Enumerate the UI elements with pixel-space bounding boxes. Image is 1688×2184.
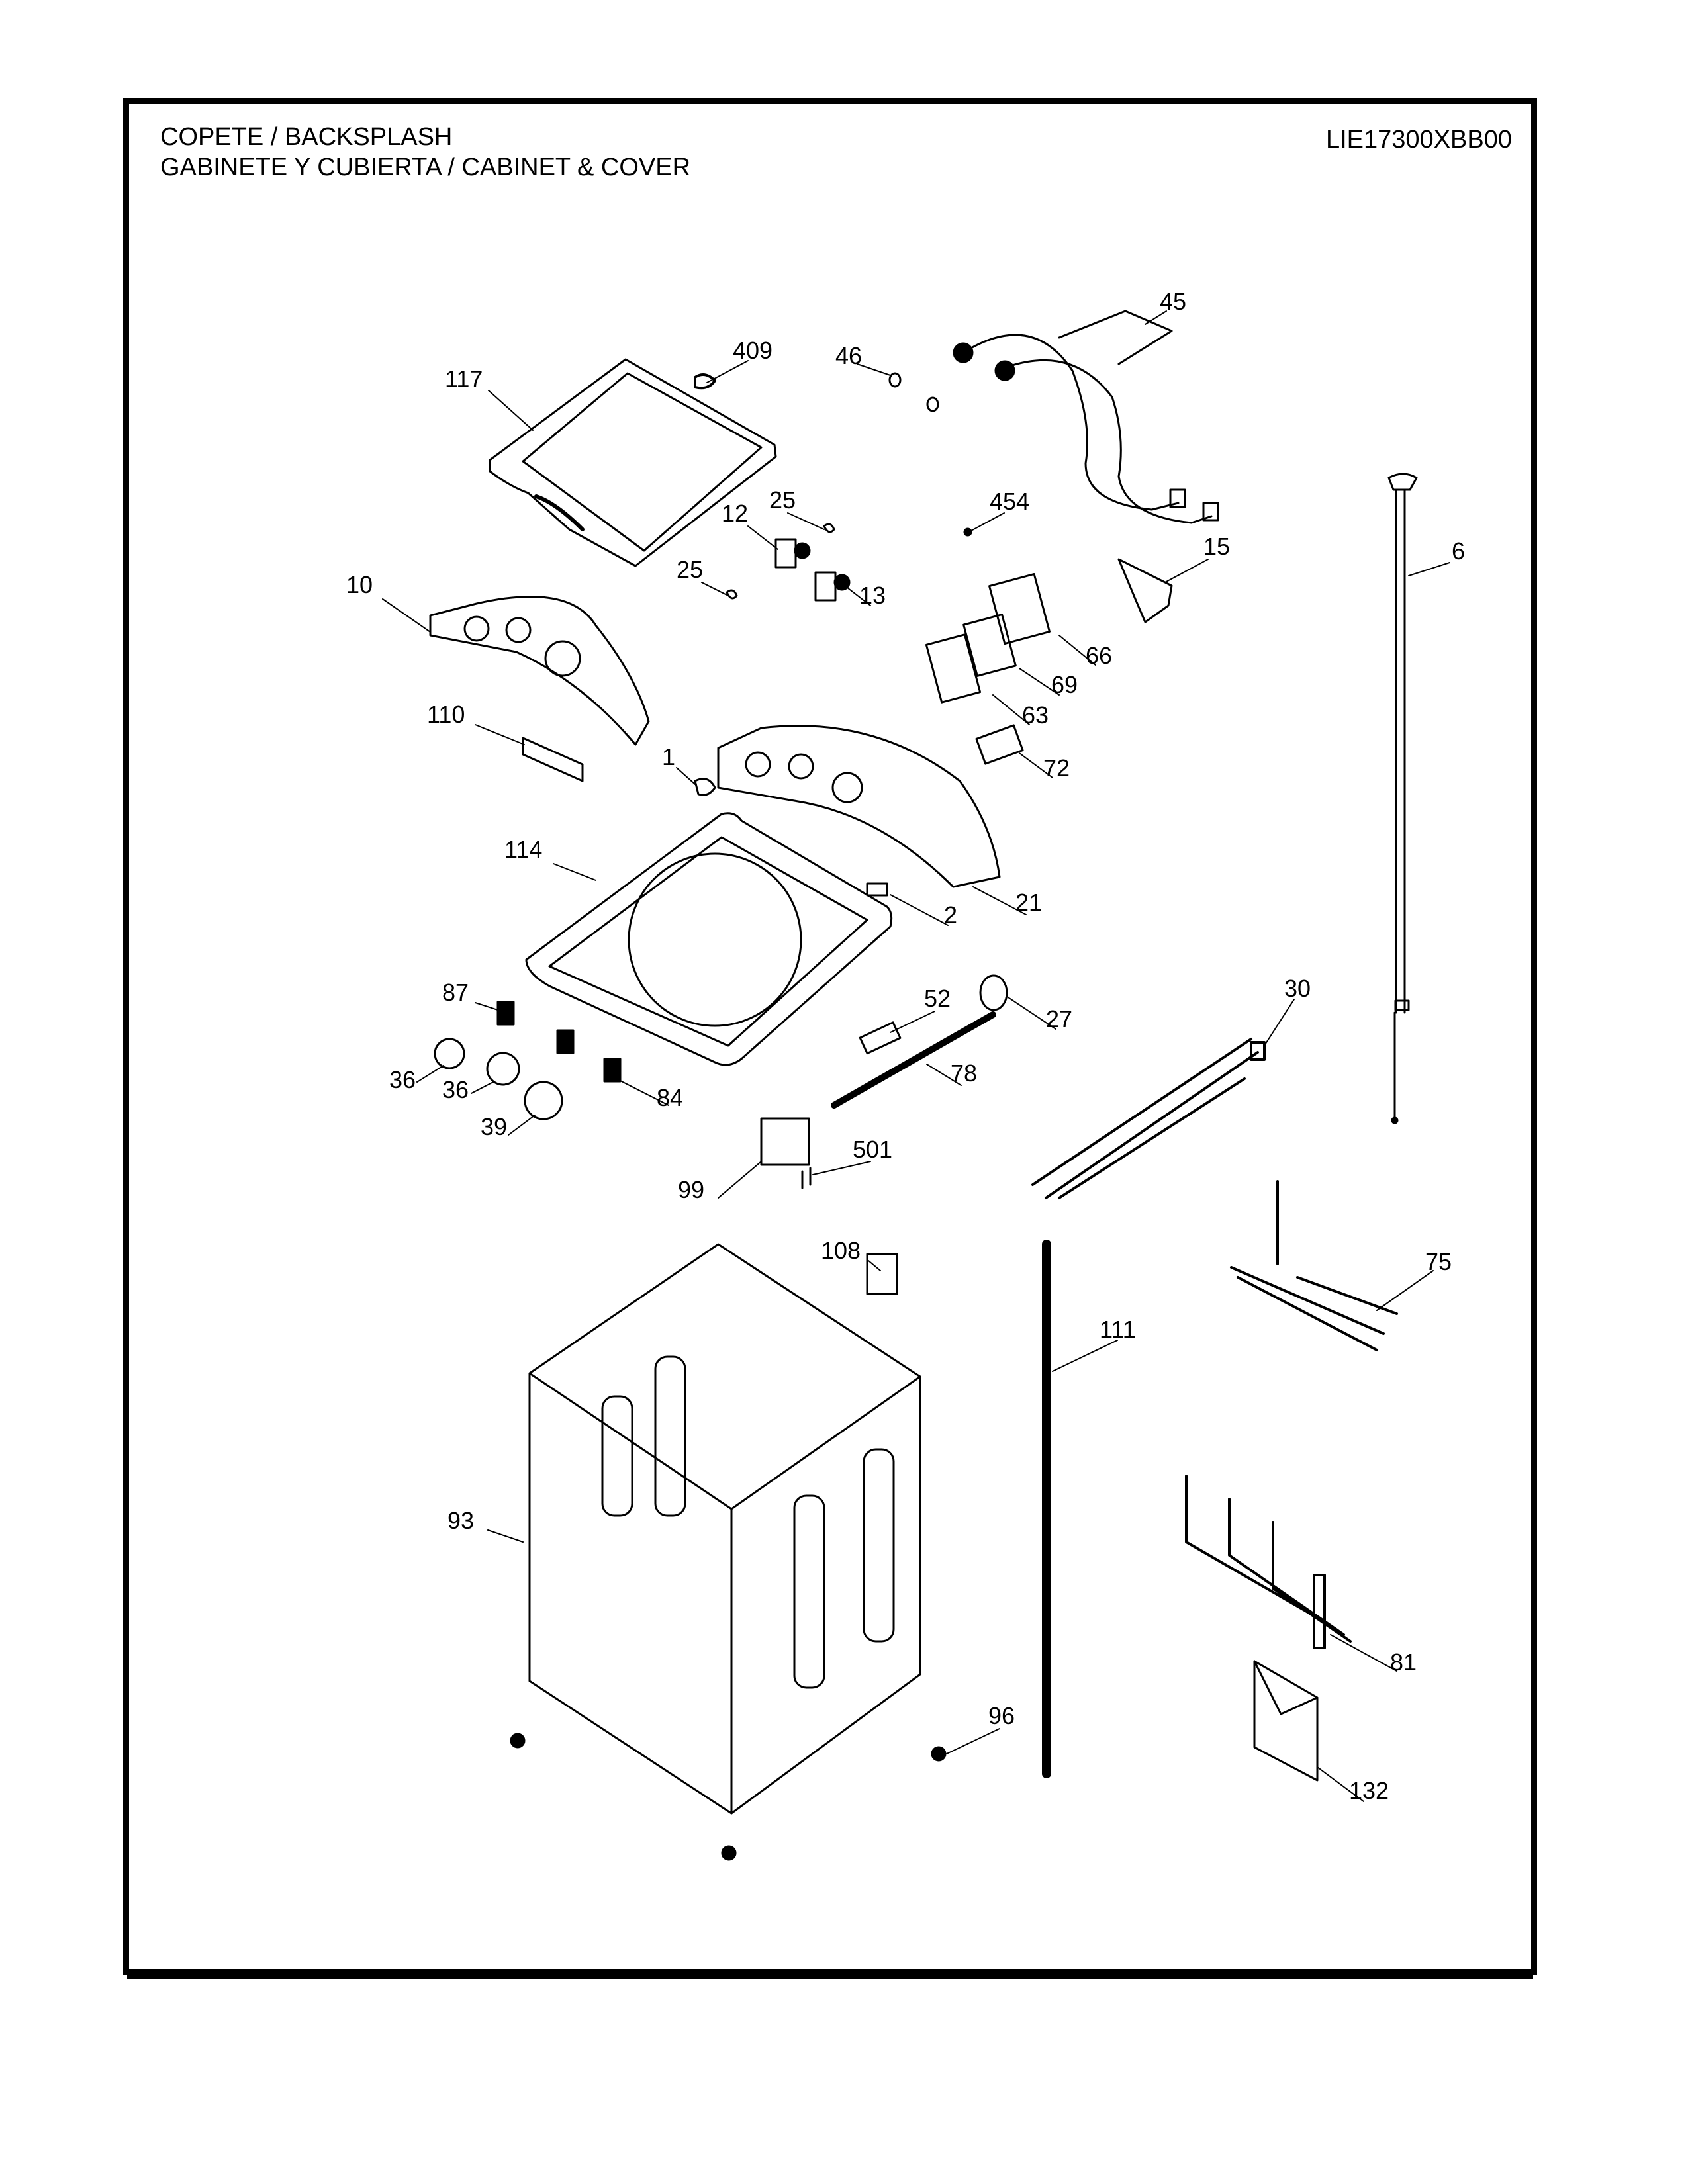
part-pressure-hose[interactable] — [831, 1011, 996, 1109]
part-screws[interactable] — [801, 1167, 812, 1189]
callout-46: 46 — [835, 342, 863, 369]
callout-409: 409 — [733, 337, 773, 364]
part-hose-bracket[interactable] — [1117, 558, 1173, 623]
callout-1: 1 — [662, 743, 676, 770]
part-control-bracket[interactable] — [988, 572, 1051, 645]
part-lid-switch-cover[interactable] — [866, 882, 888, 897]
model-number: LIE17300XBB00 — [1325, 126, 1512, 154]
title-line-1: COPETE / BACKSPLASH — [160, 123, 453, 151]
callout-25: 25 — [677, 556, 704, 583]
part-leveling-leg[interactable] — [510, 1733, 526, 1749]
part-backsplash[interactable] — [717, 725, 1001, 888]
callout-36: 36 — [389, 1066, 416, 1093]
callout-6: 6 — [1452, 537, 1466, 565]
callout-93: 93 — [447, 1507, 475, 1534]
callout-10: 10 — [346, 571, 373, 598]
part-knob-small[interactable] — [434, 1038, 465, 1069]
part-suspension-rod[interactable] — [1387, 473, 1418, 1124]
part-cabinet[interactable] — [528, 1243, 921, 1815]
part-selector-switch-2[interactable] — [603, 1058, 622, 1083]
title-line-2: GABINETE Y CUBIERTA / CABINET & COVER — [160, 154, 691, 181]
diagram-title: COPETE / BACKSPLASH GABINETE Y CUBIERTA … — [160, 122, 690, 183]
callout-45: 45 — [1160, 288, 1187, 315]
part-lid[interactable] — [489, 358, 777, 567]
part-knob-large[interactable] — [524, 1081, 563, 1120]
part-button-board[interactable] — [975, 724, 1024, 765]
part-pressure-switch[interactable] — [979, 974, 1008, 1011]
callout-117: 117 — [445, 365, 483, 392]
callout-36: 36 — [442, 1076, 469, 1103]
part-valve-clip[interactable] — [726, 589, 738, 600]
part-leveling-leg[interactable] — [931, 1746, 947, 1762]
part-terminal-block[interactable] — [760, 1117, 810, 1166]
callout-25: 25 — [769, 486, 796, 514]
callout-52: 52 — [924, 985, 951, 1012]
callout-72: 72 — [1043, 754, 1070, 782]
callout-12: 12 — [722, 500, 749, 527]
callout-39: 39 — [481, 1113, 508, 1140]
part-knob-small[interactable] — [486, 1052, 520, 1086]
part-lid-handle[interactable] — [694, 373, 716, 390]
part-cord-clamp[interactable] — [866, 1253, 898, 1295]
callout-114: 114 — [504, 836, 543, 863]
callout-27: 27 — [1046, 1005, 1073, 1032]
part-panel-trim[interactable] — [522, 737, 584, 782]
callout-78: 78 — [951, 1060, 978, 1087]
callout-2: 2 — [944, 901, 958, 929]
callout-13: 13 — [859, 582, 886, 609]
part-lid-bumper[interactable] — [694, 778, 716, 796]
part-valve-clip[interactable] — [823, 523, 835, 533]
part-screw[interactable] — [963, 527, 972, 537]
callout-87: 87 — [442, 979, 469, 1006]
part-literature-envelope[interactable] — [1253, 1660, 1319, 1782]
part-selector-switch[interactable] — [556, 1029, 575, 1054]
leader-lines — [382, 310, 1450, 1802]
frame-shadow — [127, 1970, 1533, 1979]
part-control-board[interactable] — [962, 614, 1017, 677]
callout-132: 132 — [1349, 1777, 1389, 1804]
callout-110: 110 — [427, 701, 465, 728]
callout-111: 111 — [1100, 1316, 1136, 1343]
callout-30: 30 — [1284, 975, 1311, 1002]
part-leveling-leg[interactable] — [721, 1845, 737, 1861]
callout-81: 81 — [1390, 1649, 1417, 1676]
callout-66: 66 — [1086, 642, 1113, 669]
callout-15: 15 — [1203, 533, 1231, 560]
part-wire-harness-main[interactable] — [1031, 1038, 1266, 1199]
callout-69: 69 — [1051, 671, 1078, 698]
callout-501: 501 — [853, 1136, 893, 1163]
part-top-cover[interactable] — [525, 812, 893, 1066]
part-selector-switch[interactable] — [496, 1001, 515, 1026]
callout-96: 96 — [988, 1702, 1015, 1729]
part-control-housing[interactable] — [925, 633, 982, 704]
part-lid-switch[interactable] — [859, 1021, 902, 1055]
part-inlet-hoses[interactable] — [953, 310, 1219, 524]
callout-21: 21 — [1015, 889, 1043, 916]
callout-108: 108 — [821, 1237, 861, 1264]
part-wire-harness-2[interactable] — [1230, 1180, 1398, 1351]
part-control-overlay[interactable] — [429, 595, 650, 746]
callout-63: 63 — [1022, 702, 1049, 729]
callout-99: 99 — [678, 1176, 705, 1203]
part-hose-washers[interactable] — [888, 372, 939, 412]
part-wire-harness-3[interactable] — [1185, 1475, 1352, 1649]
callout-84: 84 — [657, 1084, 684, 1111]
callout-75: 75 — [1425, 1248, 1452, 1275]
callout-454: 454 — [990, 488, 1030, 515]
part-water-valves[interactable] — [774, 538, 851, 602]
